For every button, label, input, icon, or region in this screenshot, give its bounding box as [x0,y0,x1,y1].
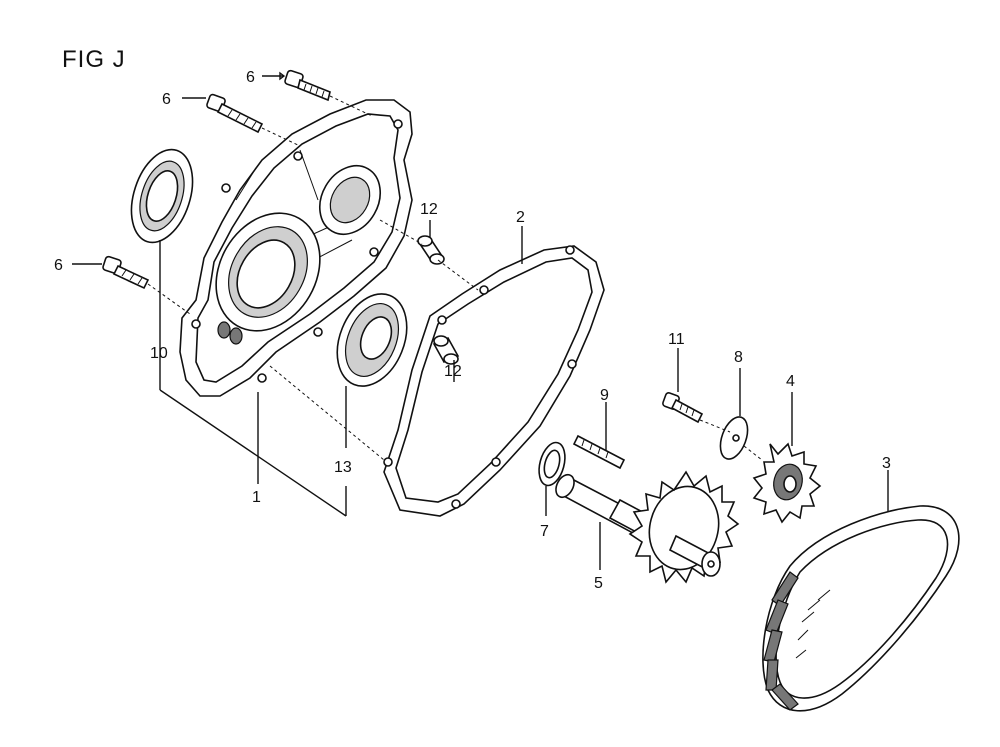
callout-13: 13 [334,459,352,476]
callout-6-top: 6 [246,69,255,86]
drive-sprocket [752,442,822,524]
callout-8: 8 [734,349,743,366]
drive-chain [762,505,960,712]
callout-12-lower: 12 [444,363,462,380]
callout-6-left: 6 [54,257,63,274]
dowel-pin-upper [417,235,445,265]
callout-2: 2 [516,209,525,226]
bolt-left [102,255,150,290]
leader-lines [72,71,889,570]
flat-washer [719,416,749,460]
callout-1: 1 [252,489,261,506]
callout-9: 9 [600,387,609,404]
bolt-middle [206,93,264,134]
dowel-pin-lower [432,335,460,365]
callout-11: 11 [668,331,685,348]
callout-12-upper: 12 [420,201,438,218]
cover-case [179,99,413,397]
figure-title: FIG J [62,46,126,73]
bolt-top [284,69,331,102]
oil-seal [130,148,194,244]
callout-10: 10 [150,345,168,362]
sprocket-bolt [662,392,704,424]
callout-4: 4 [786,373,795,390]
thrust-washer [538,441,566,487]
callout-7: 7 [540,523,549,540]
driven-shaft-sprocket [555,470,740,584]
shaft-key [572,434,626,470]
callout-5: 5 [594,575,603,592]
gasket [383,245,605,517]
callout-labels: 6 6 6 10 12 12 2 13 1 11 8 4 9 3 7 5 [54,69,891,592]
ball-bearing [336,293,408,387]
callout-6-middle: 6 [162,91,171,108]
callout-3: 3 [882,455,891,472]
